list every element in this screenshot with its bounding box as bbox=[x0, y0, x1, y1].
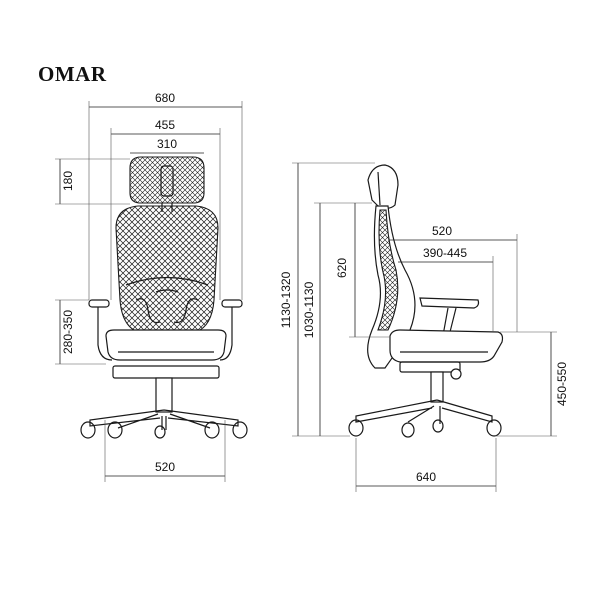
side-headrest bbox=[367, 164, 399, 210]
side-casters bbox=[348, 419, 502, 438]
front-left-armrest bbox=[88, 299, 110, 308]
side-gas-column bbox=[430, 371, 444, 403]
dim-front-overall-width: 680 bbox=[155, 91, 175, 105]
side-view-chair bbox=[348, 164, 504, 438]
dim-seat-height: 450-550 bbox=[555, 362, 569, 406]
front-view-chair bbox=[80, 156, 248, 439]
side-seat bbox=[389, 329, 504, 363]
side-dimensions: 1130-1320 1030-1130 620 520 390-445 450-… bbox=[279, 162, 569, 492]
dim-backrest-top-height: 1030-1130 bbox=[302, 281, 316, 338]
dim-base-width: 520 bbox=[155, 460, 175, 474]
front-backrest bbox=[115, 205, 219, 333]
dim-front-headrest-width: 310 bbox=[157, 137, 177, 151]
front-gas-column bbox=[155, 377, 173, 413]
dim-front-armrest-width: 455 bbox=[155, 118, 175, 132]
front-right-armrest bbox=[221, 299, 243, 308]
front-headrest bbox=[129, 156, 205, 204]
product-title: OMAR bbox=[38, 62, 107, 86]
dim-seat-width: 520 bbox=[432, 224, 452, 238]
front-base bbox=[89, 409, 239, 430]
dim-seat-depth: 390-445 bbox=[423, 246, 467, 260]
dim-armrest-height: 280-350 bbox=[61, 310, 75, 354]
side-armrest bbox=[419, 297, 480, 309]
front-casters bbox=[80, 421, 248, 439]
dim-base-depth: 640 bbox=[416, 470, 436, 484]
dim-overall-height: 1130-1320 bbox=[279, 271, 293, 328]
front-seat bbox=[105, 329, 227, 361]
side-base bbox=[355, 399, 493, 424]
front-dimensions: 680 455 310 180 280-350 520 bbox=[55, 91, 243, 482]
dim-backrest-height: 620 bbox=[335, 258, 349, 278]
dim-headrest-height: 180 bbox=[61, 171, 75, 191]
